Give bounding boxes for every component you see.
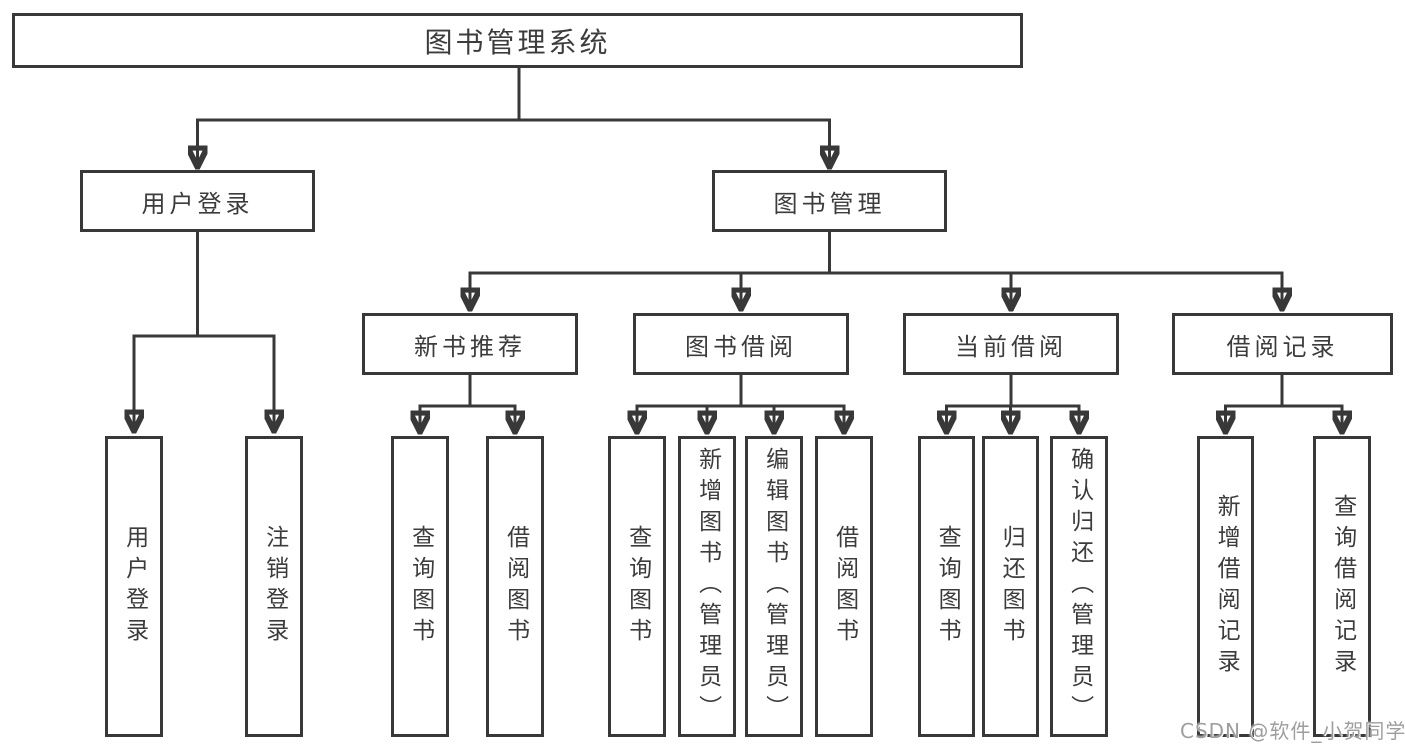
leaf-add-borrow-record: 新增借阅记录 <box>1197 436 1254 737</box>
leaf-add-borrow-record-label: 新增借阅记录 <box>1213 493 1240 680</box>
leaf-borrow-books-1: 借阅图书 <box>486 436 544 737</box>
connector-borrowrecord-fork <box>1226 404 1343 431</box>
node-root-label: 图书管理系统 <box>424 25 611 59</box>
leaf-logout: 注销登录 <box>245 436 303 737</box>
connector-bookmgmt-fork <box>470 271 1282 308</box>
node-book-management-label: 图书管理 <box>773 189 886 218</box>
leaf-borrow-books-2: 借阅图书 <box>815 436 873 737</box>
leaf-query-books-2-label: 查询图书 <box>624 524 651 649</box>
node-user-login-label: 用户登录 <box>141 189 254 218</box>
connector-newbook-fork <box>420 404 515 431</box>
connector-root-fork <box>198 118 830 166</box>
connector-currentborrow-fork <box>947 404 1080 431</box>
node-root: 图书管理系统 <box>12 13 1023 68</box>
leaf-confirm-return-admin: 确认归还（管理员） <box>1050 436 1108 737</box>
leaf-query-books-1: 查询图书 <box>391 436 449 737</box>
leaf-borrow-books-1-label: 借阅图书 <box>502 524 529 649</box>
leaf-return-book-label: 归还图书 <box>998 524 1025 649</box>
node-new-book-recommend: 新书推荐 <box>362 313 578 375</box>
node-borrow-records: 借阅记录 <box>1172 313 1393 375</box>
leaf-add-book-admin-label: 新增图书（管理员） <box>694 447 721 726</box>
leaf-edit-book-admin-label: 编辑图书（管理员） <box>761 447 788 726</box>
connector-userlogin-fork <box>134 334 274 430</box>
node-current-borrow: 当前借阅 <box>903 313 1119 375</box>
leaf-query-books-2: 查询图书 <box>608 436 666 737</box>
watermark: CSDN @软件_小贺同学 <box>1180 719 1405 743</box>
node-current-borrow-label: 当前借阅 <box>955 332 1067 361</box>
leaf-user-login-label: 用户登录 <box>121 524 148 649</box>
leaf-logout-label: 注销登录 <box>261 524 288 649</box>
leaf-add-book-admin: 新增图书（管理员） <box>678 436 736 737</box>
node-book-borrow: 图书借阅 <box>633 313 849 375</box>
leaf-query-books-3: 查询图书 <box>918 436 975 737</box>
leaf-query-borrow-record: 查询借阅记录 <box>1313 436 1371 737</box>
leaf-user-login: 用户登录 <box>105 436 163 737</box>
node-user-login: 用户登录 <box>80 170 315 232</box>
node-new-book-recommend-label: 新书推荐 <box>414 332 526 361</box>
node-book-borrow-label: 图书借阅 <box>685 332 797 361</box>
leaf-confirm-return-admin-label: 确认归还（管理员） <box>1066 447 1093 726</box>
leaf-query-borrow-record-label: 查询借阅记录 <box>1329 493 1356 680</box>
leaf-edit-book-admin: 编辑图书（管理员） <box>745 436 803 737</box>
connector-bookborrow-fork <box>637 404 844 431</box>
leaf-borrow-books-2-label: 借阅图书 <box>831 524 858 649</box>
node-borrow-records-label: 借阅记录 <box>1226 332 1339 361</box>
leaf-query-books-1-label: 查询图书 <box>407 524 434 649</box>
leaf-query-books-3-label: 查询图书 <box>934 524 961 649</box>
leaf-return-book: 归还图书 <box>982 436 1039 737</box>
node-book-management: 图书管理 <box>712 170 947 232</box>
